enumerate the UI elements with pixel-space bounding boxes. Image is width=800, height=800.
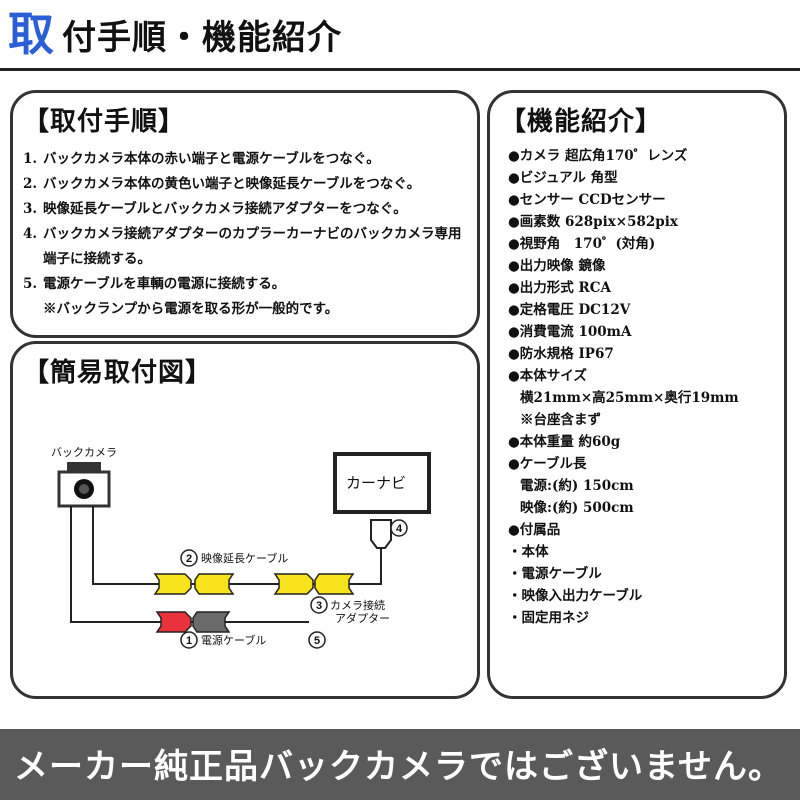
step-text: バックカメラ接続アダプターのカプラーカーナビのバックカメラ専用端子に接続する。 bbox=[43, 226, 462, 267]
feature-item: ●出力形式 RCA bbox=[508, 280, 611, 296]
installation-steps-panel: 【取付手順】 1. バックカメラ本体の赤い端子と電源ケーブルをつなぐ。 2. バ… bbox=[10, 90, 480, 338]
feature-item: ●本体サイズ bbox=[508, 368, 587, 384]
feature-item: ●防水規格 IP67 bbox=[508, 346, 614, 362]
step-number: 2. bbox=[23, 176, 38, 192]
navi-label: カーナビ bbox=[346, 475, 406, 492]
step-text: バックカメラ本体の黄色い端子と映像延長ケーブルをつなぐ。 bbox=[43, 176, 421, 192]
features-panel: 【機能紹介】 ●カメラ 超広角170゜レンズ ●ビジュアル 角型 ●センサー C… bbox=[487, 90, 787, 699]
step-number: 1. bbox=[23, 151, 38, 167]
step-item: 1. バックカメラ本体の赤い端子と電源ケーブルをつなぐ。 bbox=[23, 147, 473, 172]
step-text: 映像延長ケーブルとバックカメラ接続アダプターをつなぐ。 bbox=[43, 201, 407, 217]
camera-icon bbox=[57, 462, 111, 508]
number-5: 5 bbox=[314, 635, 320, 647]
feature-item: ・電源ケーブル bbox=[508, 566, 602, 582]
navi-unit: カーナビ bbox=[333, 452, 431, 514]
wiring-diagram: バックカメラ カーナビ 4 bbox=[51, 446, 431, 649]
feature-item: ●センサー CCDセンサー bbox=[508, 192, 666, 208]
feature-item: ●画素数 628pix×582pix bbox=[508, 214, 678, 230]
adapter-label-line1: カメラ接続 bbox=[330, 598, 385, 612]
step-text: バックカメラ本体の赤い端子と電源ケーブルをつなぐ。 bbox=[43, 151, 380, 167]
feature-item: ・本体 bbox=[508, 544, 549, 560]
step-item: 2. バックカメラ本体の黄色い端子と映像延長ケーブルをつなぐ。 bbox=[23, 172, 473, 197]
step-item: 3. 映像延長ケーブルとバックカメラ接続アダプターをつなぐ。 bbox=[23, 197, 473, 222]
installation-diagram-panel: 【簡易取付図】 バックカメラ カーナビ 4 bbox=[10, 341, 480, 699]
title-divider bbox=[0, 68, 800, 71]
step-number: 5. bbox=[23, 276, 38, 292]
feature-item: ●ビジュアル 角型 bbox=[508, 170, 618, 186]
number-badge bbox=[310, 596, 328, 614]
feature-item: 電源:(約) 150cm bbox=[520, 478, 634, 494]
number-badge bbox=[180, 631, 198, 649]
footer-banner: メーカー純正品バックカメラではございません。 bbox=[0, 729, 800, 800]
feature-item: ●出力映像 鏡像 bbox=[508, 258, 606, 274]
features-heading: 【機能紹介】 bbox=[500, 107, 663, 137]
number-1: 1 bbox=[186, 635, 192, 647]
step-item: 4. バックカメラ接続アダプターのカプラーカーナビのバックカメラ専用端子に接続す… bbox=[23, 222, 473, 272]
step-text: 電源ケーブルを車輌の電源に接続する。 bbox=[43, 276, 286, 292]
steps-heading: 【取付手順】 bbox=[23, 107, 186, 137]
note-text: ※バックランプから電源を取る形が一般的です。 bbox=[43, 301, 339, 317]
feature-item: ※台座含まず bbox=[520, 412, 601, 428]
number-badge bbox=[390, 519, 408, 537]
feature-item: ●ケーブル長 bbox=[508, 456, 587, 472]
feature-item: ●本体重量 約60g bbox=[508, 434, 621, 450]
step-number: 4. bbox=[23, 226, 38, 242]
step-item: 5. 電源ケーブルを車輌の電源に接続する。 bbox=[23, 272, 473, 297]
step-number: 3. bbox=[23, 201, 38, 217]
adapter-label-line2: アダプター bbox=[335, 611, 390, 625]
feature-item: ●カメラ 超広角170゜レンズ bbox=[508, 148, 688, 164]
feature-item: 映像:(約) 500cm bbox=[520, 500, 634, 516]
number-3: 3 bbox=[316, 600, 322, 612]
diagram-heading: 【簡易取付図】 bbox=[23, 358, 213, 388]
feature-item: ・固定用ネジ bbox=[508, 610, 589, 626]
number-2: 2 bbox=[186, 553, 192, 565]
power-wire bbox=[70, 506, 309, 623]
power-cable-label: 電源ケーブル bbox=[201, 633, 266, 647]
page-title-accent: 取 bbox=[8, 7, 54, 61]
adapter-connector bbox=[370, 519, 392, 549]
page-title: 付手順・機能紹介 bbox=[62, 18, 342, 58]
step-note: ※バックランプから電源を取る形が一般的です。 bbox=[23, 297, 473, 322]
features-list: ●カメラ 超広角170゜レンズ ●ビジュアル 角型 ●センサー CCDセンサー … bbox=[508, 145, 778, 629]
number-4: 4 bbox=[396, 523, 403, 535]
feature-item: ●付属品 bbox=[508, 522, 561, 538]
camera-label: バックカメラ bbox=[51, 446, 117, 459]
feature-item: ●視野角 170゜(対角) bbox=[508, 236, 656, 252]
feature-item: ・映像入出力ケーブル bbox=[508, 588, 643, 604]
number-badge bbox=[180, 549, 198, 567]
video-cable-connectors bbox=[153, 573, 355, 595]
power-cable-connectors bbox=[155, 611, 231, 633]
number-badge bbox=[308, 631, 326, 649]
feature-item: 横21mm×高25mm×奥行19mm bbox=[520, 390, 739, 406]
footer-disclaimer: メーカー純正品バックカメラではございません。 bbox=[14, 747, 783, 787]
video-cable-label: 映像延長ケーブル bbox=[201, 551, 288, 565]
steps-list: 1. バックカメラ本体の赤い端子と電源ケーブルをつなぐ。 2. バックカメラ本体… bbox=[23, 147, 473, 322]
feature-item: ●消費電流 100mA bbox=[508, 324, 632, 340]
title-bar: 取 付手順・機能紹介 bbox=[0, 0, 800, 71]
feature-item: ●定格電圧 DC12V bbox=[508, 302, 631, 318]
video-wire bbox=[92, 506, 382, 585]
